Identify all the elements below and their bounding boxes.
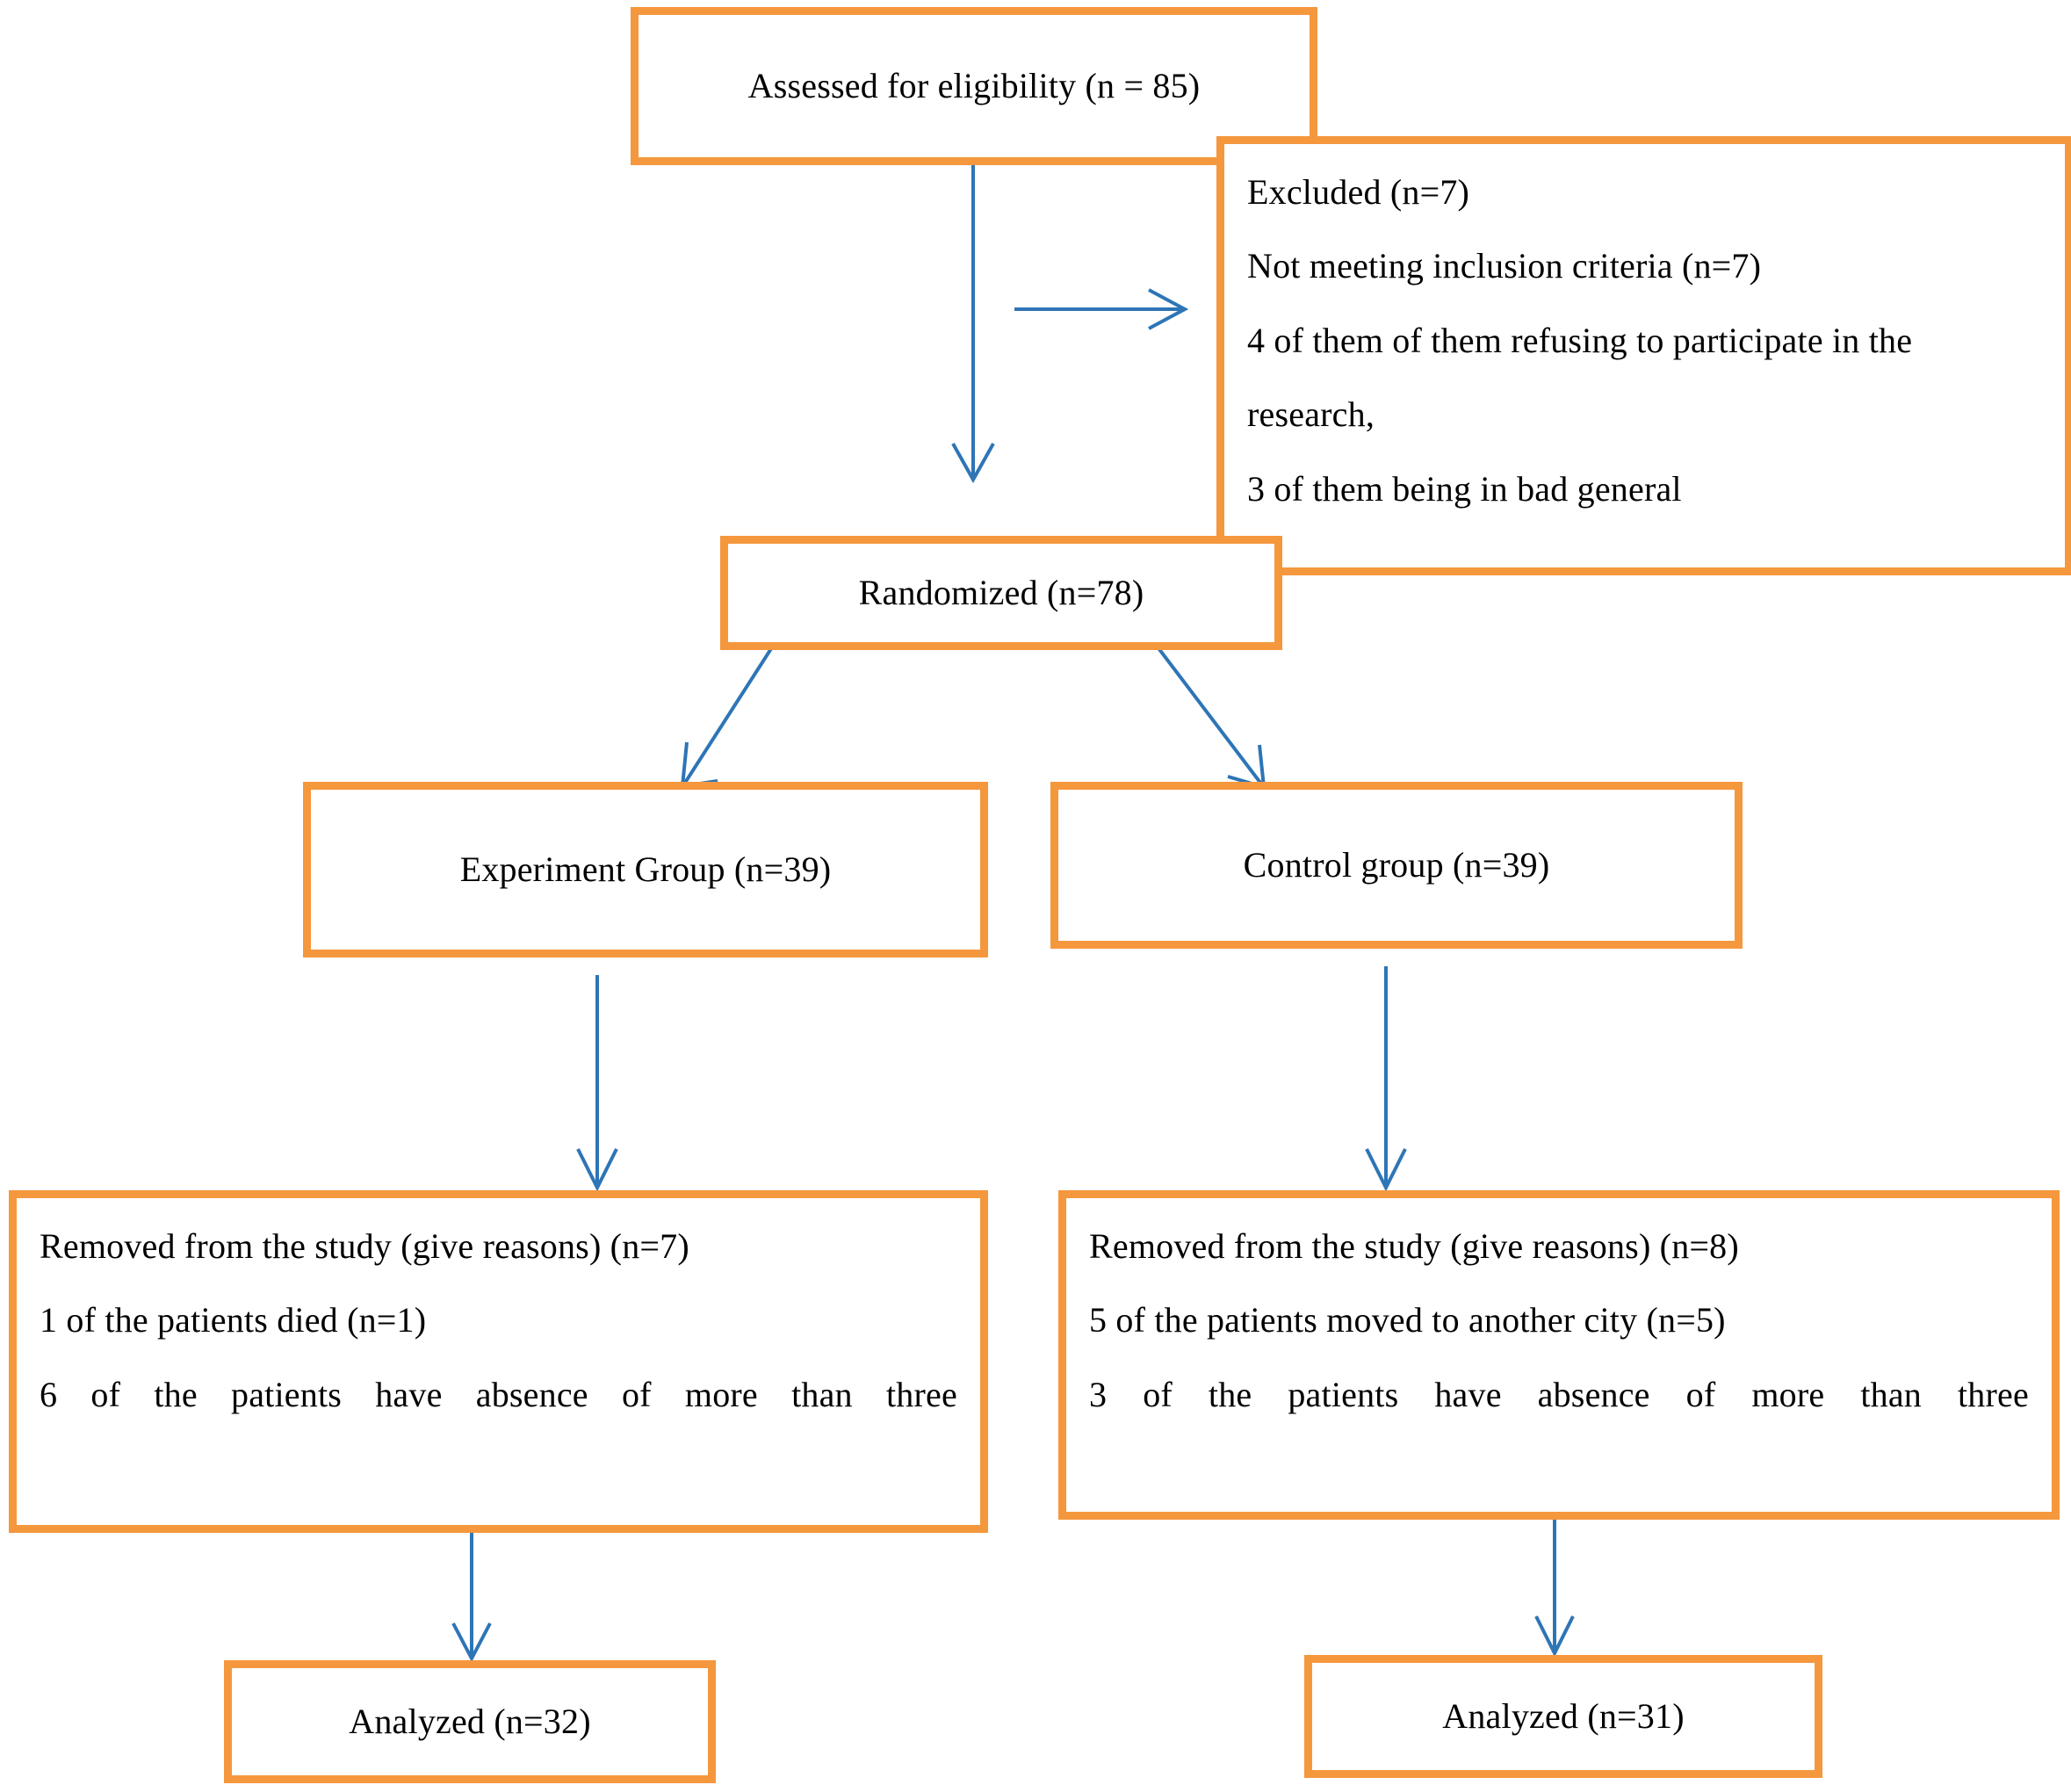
node-removed-experiment: Removed from the study (give reasons) (n… [9, 1190, 988, 1533]
node-analyzed-control-label: Analyzed (n=31) [1442, 1696, 1685, 1736]
arrow-randomized-to-experiment [680, 636, 780, 789]
removed-control-line-1: Removed from the study (give reasons) (n… [1089, 1226, 1739, 1266]
arrow-assessed-to-excluded [1014, 288, 1189, 330]
removed-experiment-line-2: 1 of the patients died (n=1) [40, 1300, 427, 1340]
excluded-line-4: research, [1247, 394, 1375, 435]
arrow-assessed-to-randomized [951, 158, 995, 484]
excluded-line-3: 4 of them of them refusing to participat… [1247, 320, 1913, 360]
node-analyzed-experiment-label: Analyzed (n=32) [349, 1702, 591, 1741]
arrow-removed-control-to-analyzed [1534, 1516, 1575, 1658]
arrow-control-to-removed [1365, 966, 1407, 1192]
node-control-group: Control group (n=39) [1050, 782, 1743, 949]
arrow-randomized-to-control [1149, 636, 1266, 790]
excluded-line-5: 3 of them being in bad general [1247, 468, 1682, 509]
excluded-line-2: Not meeting inclusion criteria (n=7) [1247, 246, 1762, 286]
arrow-experiment-to-removed [576, 975, 618, 1192]
removed-experiment-line-1: Removed from the study (give reasons) (n… [40, 1226, 689, 1266]
node-assessed-for-eligibility: Assessed for eligibility (n = 85) [631, 7, 1317, 165]
node-experiment-group-label: Experiment Group (n=39) [459, 849, 832, 889]
arrow-removed-experiment-to-analyzed [451, 1530, 492, 1663]
node-analyzed-control: Analyzed (n=31) [1304, 1655, 1822, 1778]
node-analyzed-experiment: Analyzed (n=32) [224, 1660, 716, 1783]
node-excluded: Excluded (n=7) Not meeting inclusion cri… [1216, 136, 2071, 575]
node-randomized: Randomized (n=78) [720, 536, 1282, 650]
excluded-line-1: Excluded (n=7) [1247, 172, 1470, 212]
node-removed-control: Removed from the study (give reasons) (n… [1058, 1190, 2060, 1520]
removed-control-line-2: 5 of the patients moved to another city … [1089, 1300, 1726, 1340]
node-experiment-group: Experiment Group (n=39) [303, 782, 988, 957]
node-assessed-label: Assessed for eligibility (n = 85) [747, 66, 1201, 105]
node-control-group-label: Control group (n=39) [1243, 845, 1550, 885]
node-randomized-label: Randomized (n=78) [858, 573, 1144, 612]
